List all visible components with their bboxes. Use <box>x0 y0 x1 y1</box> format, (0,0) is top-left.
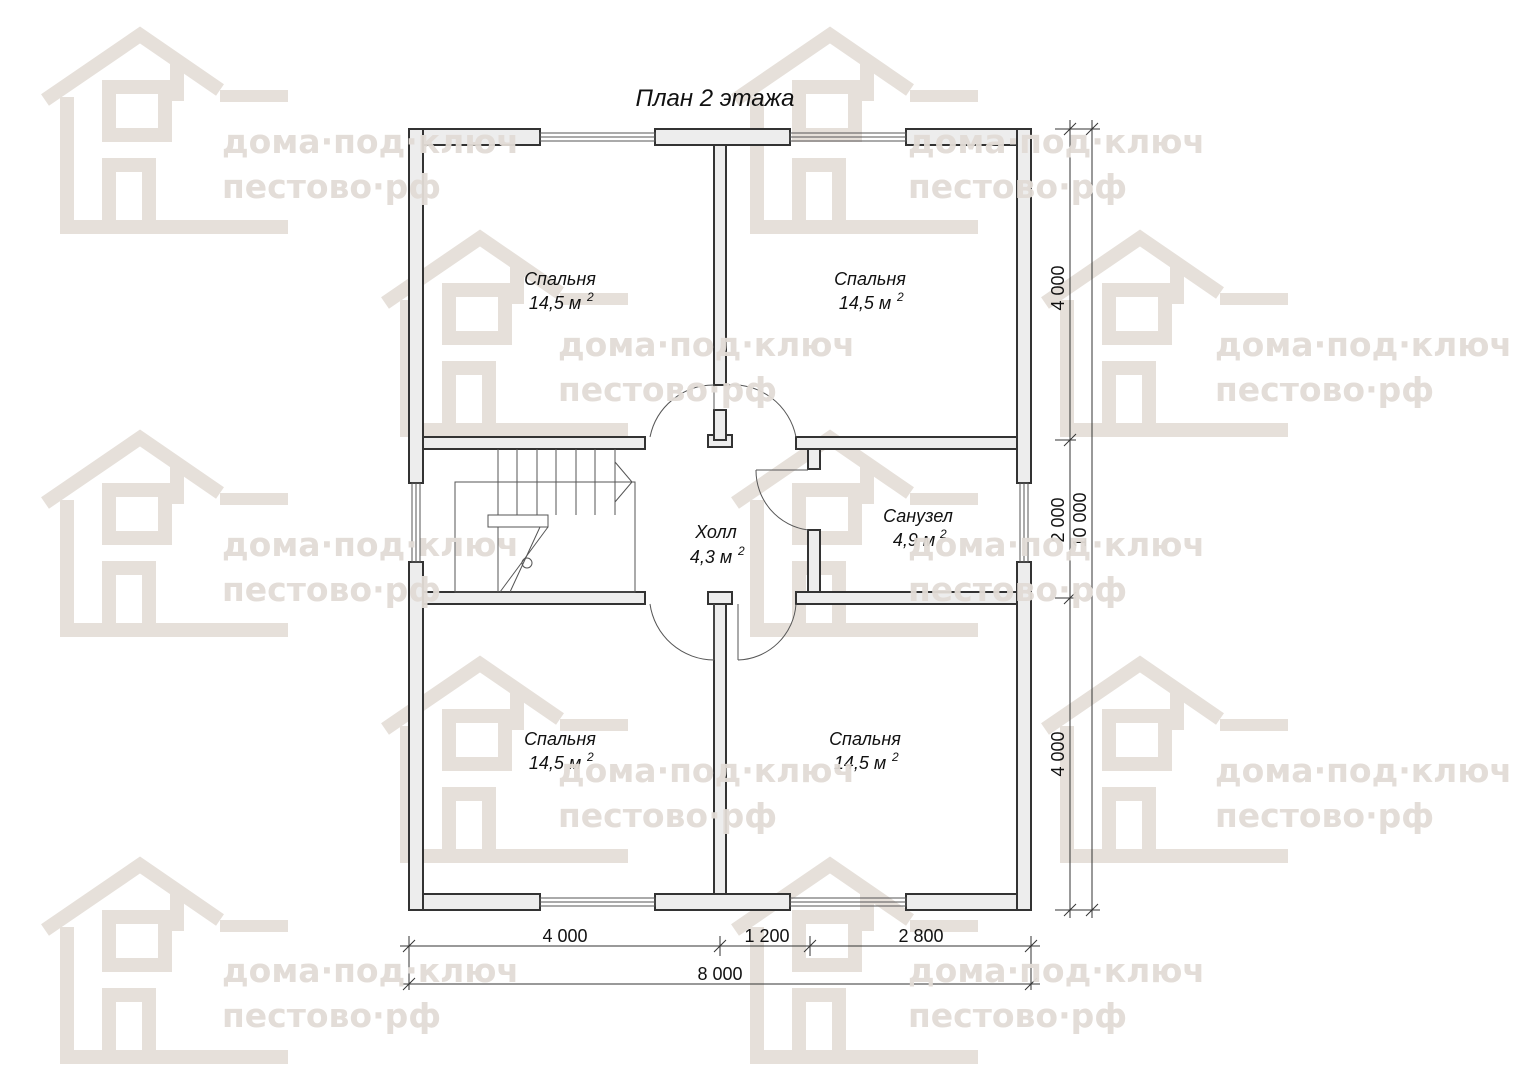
room-bedroom-bottom-left: Спальня 14,5 м 2 <box>524 729 596 773</box>
svg-text:дома·под·ключ: дома·под·ключ <box>558 325 855 364</box>
plan-title: План 2 этажа <box>636 85 795 112</box>
doors <box>649 384 809 661</box>
dimension-lines <box>400 120 1100 991</box>
room-name: Санузел <box>883 506 953 526</box>
svg-text:пестово·рф: пестово·рф <box>1215 796 1434 835</box>
svg-text:дома·под·ключ: дома·под·ключ <box>222 122 519 161</box>
walls <box>408 128 1032 911</box>
svg-text:дома·под·ключ: дома·под·ключ <box>222 525 519 564</box>
svg-text:пестово·рф: пестово·рф <box>222 167 441 206</box>
svg-text:пестово·рф: пестово·рф <box>908 167 1127 206</box>
dimension-label: 4 000 <box>542 926 587 946</box>
room-area: 14,5 м <box>839 293 891 313</box>
dimension-label: 4 000 <box>1048 731 1068 776</box>
dimension-label: 2 800 <box>898 926 943 946</box>
dimension-label: 2 000 <box>1048 497 1068 542</box>
svg-text:пестово·рф: пестово·рф <box>222 996 441 1035</box>
svg-text:дома·под·ключ: дома·под·ключ <box>1215 751 1512 790</box>
room-name: Спальня <box>524 729 596 749</box>
room-name: Спальня <box>524 269 596 289</box>
svg-text:пестово·рф: пестово·рф <box>558 370 777 409</box>
room-area-unit-exponent: 2 <box>891 750 899 764</box>
room-bedroom-top-left: Спальня 14,5 м 2 <box>524 269 596 313</box>
svg-text:дома·под·ключ: дома·под·ключ <box>222 951 519 990</box>
room-area-unit-exponent: 2 <box>586 290 594 304</box>
room-area: 4,9 м <box>893 530 935 550</box>
room-area: 14,5 м <box>834 753 886 773</box>
dimension-label: 4 000 <box>1048 265 1068 310</box>
watermark-text: дома·под·ключ пестово·рф дома·под·ключ п… <box>222 122 1512 1035</box>
svg-text:дома·под·ключ: дома·под·ключ <box>1215 325 1512 364</box>
room-name: Холл <box>694 522 737 542</box>
svg-text:пестово·рф: пестово·рф <box>558 796 777 835</box>
svg-text:пестово·рф: пестово·рф <box>222 570 441 609</box>
room-area-unit-exponent: 2 <box>737 544 745 558</box>
room-bedroom-bottom-right: Спальня 14,5 м 2 <box>829 729 901 773</box>
svg-text:дома·под·ключ: дома·под·ключ <box>908 951 1205 990</box>
svg-text:пестово·рф: пестово·рф <box>908 996 1127 1035</box>
dimension-label: 1 200 <box>744 926 789 946</box>
room-hall: Холл 4,3 м 2 <box>690 522 745 567</box>
room-name: Спальня <box>829 729 901 749</box>
svg-text:дома·под·ключ: дома·под·ключ <box>908 122 1205 161</box>
room-area: 4,3 м <box>690 547 732 567</box>
room-area: 14,5 м <box>529 753 581 773</box>
room-area: 14,5 м <box>529 293 581 313</box>
dimension-total-label: 10 000 <box>1070 492 1090 547</box>
room-bathroom: Санузел 4,9 м 2 <box>883 506 953 550</box>
room-bedroom-top-right: Спальня 14,5 м 2 <box>834 269 906 313</box>
svg-text:дома·под·ключ: дома·под·ключ <box>908 525 1205 564</box>
svg-text:пестово·рф: пестово·рф <box>1215 370 1434 409</box>
room-area-unit-exponent: 2 <box>586 750 594 764</box>
room-area-unit-exponent: 2 <box>939 527 947 541</box>
room-name: Спальня <box>834 269 906 289</box>
room-area-unit-exponent: 2 <box>896 290 904 304</box>
svg-text:дома·под·ключ: дома·под·ключ <box>558 751 855 790</box>
staircase <box>454 449 636 593</box>
svg-text:пестово·рф: пестово·рф <box>908 570 1127 609</box>
dimension-total-label: 8 000 <box>697 964 742 984</box>
